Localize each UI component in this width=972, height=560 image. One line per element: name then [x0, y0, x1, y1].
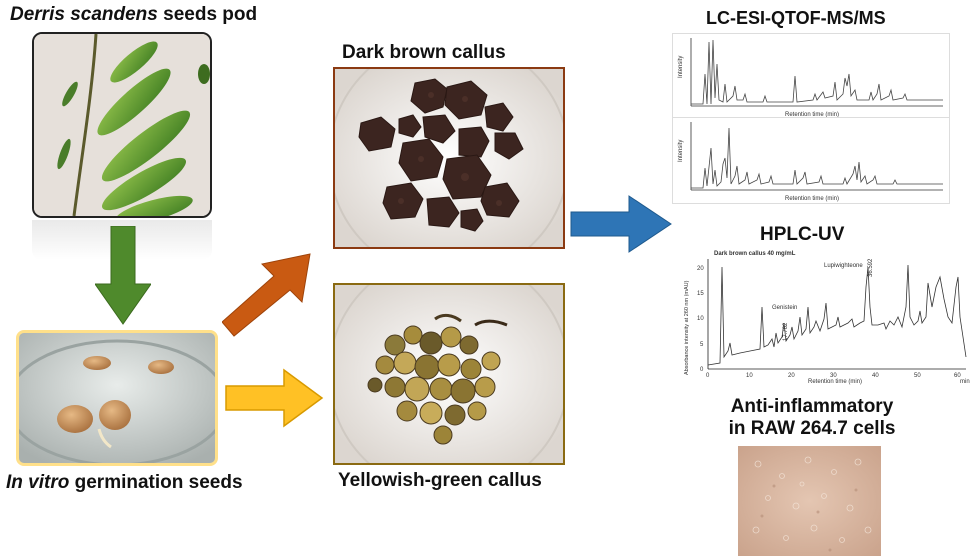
hplc-chart-title: Dark brown callus 40 mg/mL — [714, 251, 796, 257]
lcms-chromatogram-2: Intensity Retention time (min) — [672, 117, 950, 204]
seed-pod-photo — [32, 32, 212, 218]
germination-label-rest: germination seeds — [69, 472, 243, 493]
hplc-xtick-1: 10 — [746, 373, 753, 379]
green-down-arrow — [95, 226, 151, 326]
lcms1-ylabel: Intensity — [678, 56, 684, 78]
lcms-chromatogram-1: Intensity Retention time (min) — [672, 33, 950, 120]
hplc-ytick-3: 15 — [697, 291, 704, 297]
hplc-xtick-unit: min — [960, 379, 970, 385]
pod-title-species: Derris scandens — [10, 4, 158, 25]
anti-inflammatory-line2: in RAW 264.7 cells — [728, 418, 896, 439]
yellow-callus-illustration — [335, 285, 563, 463]
hplc-ytick-4: 20 — [697, 266, 704, 272]
hplc-ytick-2: 10 — [697, 316, 704, 322]
yellow-callus-label: Yellowish-green callus — [338, 470, 542, 491]
germination-illustration — [19, 333, 215, 463]
hplc-xtick-0: 0 — [706, 373, 710, 379]
hplc-title: HPLC-UV — [760, 224, 845, 245]
hplc-xtick-5: 50 — [914, 373, 921, 379]
seed-pod-illustration — [34, 34, 210, 216]
genistein-time: 17.762 — [783, 322, 789, 341]
blue-right-arrow — [569, 194, 673, 254]
yellow-right-arrow — [224, 368, 324, 428]
lupiwighteone-label: Lupiwighteone — [824, 263, 863, 269]
hplc-ytick-1: 5 — [700, 342, 704, 348]
dark-callus-label: Dark brown callus — [342, 42, 506, 63]
lcms2-ylabel: Intensity — [678, 140, 684, 162]
anti-inflammatory-line1: Anti-inflammatory — [730, 396, 894, 417]
pod-title: Derris scandens seeds pod — [10, 4, 257, 26]
hplc-chromatogram: Dark brown callus 40 mg/mL Absorbance in… — [680, 247, 970, 385]
lupiwighteone-time: 36.592 — [868, 258, 874, 277]
hplc-xtick-2: 20 — [788, 373, 795, 379]
anti-inflammatory-label: Anti-inflammatory in RAW 264.7 cells — [722, 396, 902, 440]
raw-cells-micrograph — [738, 446, 881, 556]
lcms1-xlabel: Retention time (min) — [785, 112, 839, 118]
hplc-xtick-4: 40 — [872, 373, 879, 379]
hplc-ytick-0: 0 — [700, 367, 704, 373]
yellow-callus-photo — [333, 283, 565, 465]
germination-seeds-photo — [16, 330, 218, 466]
dark-callus-illustration — [335, 69, 563, 247]
genistein-label: Genistein — [772, 305, 797, 311]
hplc-ylabel: Absorbance intensity at 260 nm (mAU) — [684, 280, 690, 375]
orange-diagonal-arrow — [222, 252, 314, 338]
lcms-title: LC-ESI-QTOF-MS/MS — [706, 8, 886, 28]
germination-label-italic: In vitro — [6, 472, 70, 493]
pod-title-rest: seeds pod — [157, 4, 258, 25]
dark-callus-photo — [333, 67, 565, 249]
germination-label: In vitro germination seeds — [6, 472, 243, 494]
lcms2-xlabel: Retention time (min) — [785, 196, 839, 202]
hplc-xtick-6: 60 — [954, 373, 961, 379]
hplc-xlabel: Retention time (min) — [808, 379, 862, 385]
hplc-xtick-3: 30 — [830, 373, 837, 379]
